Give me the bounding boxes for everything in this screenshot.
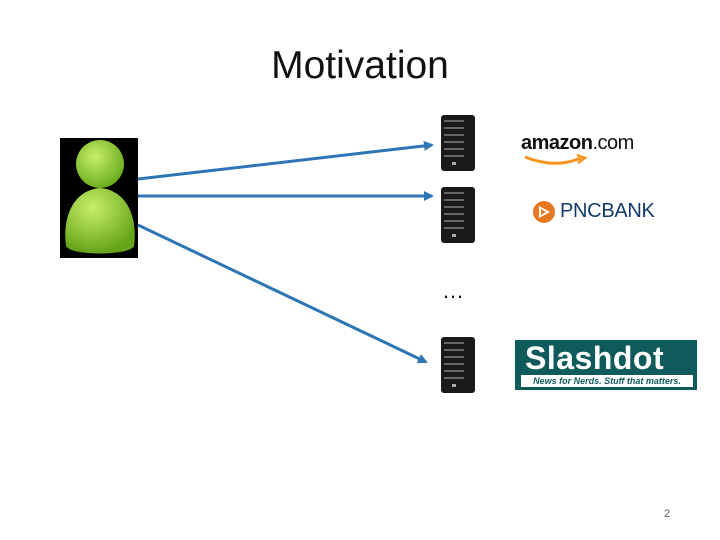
arrow-to-amazon — [137, 140, 434, 181]
slashdot-logo-text: Slashdot — [525, 340, 665, 376]
pnc-logo-text: PNCBANK — [560, 200, 655, 222]
amazon-logo: amazon.com — [515, 114, 643, 180]
slashdot-tagline: News for Nerds. Stuff that matters. — [521, 375, 693, 387]
amazon-smile-icon — [524, 154, 588, 165]
server-icon — [440, 336, 476, 394]
server-icon — [440, 114, 476, 172]
server-icon — [440, 186, 476, 244]
pnc-bank-logo: PNCBANK — [530, 196, 680, 230]
page-number: 2 — [664, 508, 671, 520]
amazon-logo-text: amazon.com — [521, 132, 634, 154]
slide-title: Motivation — [271, 44, 449, 87]
arrow-to-slashdot — [137, 223, 428, 364]
slashdot-logo: Slashdot News for Nerds. Stuff that matt… — [515, 340, 697, 390]
user-icon — [60, 138, 138, 258]
ellipsis: … — [442, 278, 465, 303]
pnc-triangle-icon — [533, 201, 555, 223]
